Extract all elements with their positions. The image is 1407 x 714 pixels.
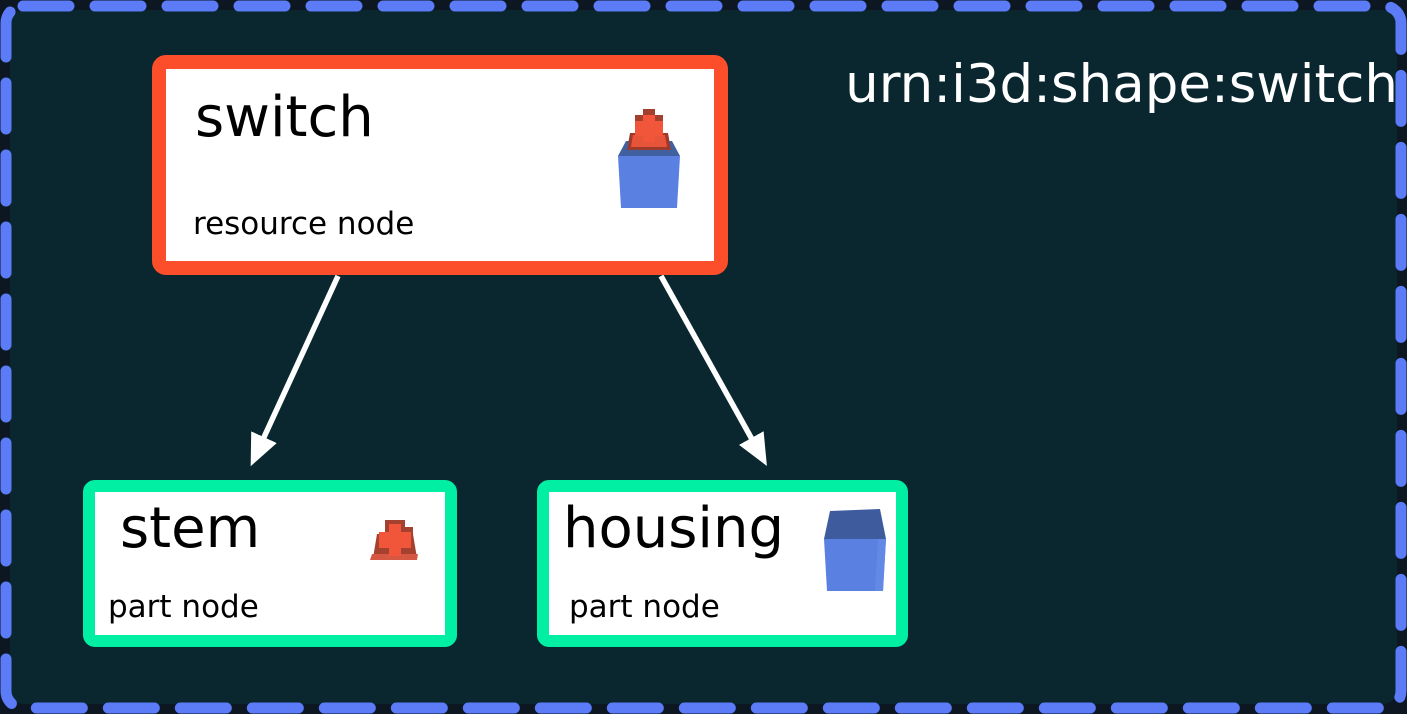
node-stem-type-label: part node — [108, 588, 259, 625]
stem-3d-icon — [369, 518, 421, 564]
node-switch-label: switch — [195, 85, 374, 150]
edge-switch-to-housing — [658, 274, 767, 466]
node-switch[interactable]: switch resource node — [152, 55, 728, 275]
node-stem-label: stem — [120, 496, 261, 561]
node-switch-type-label: resource node — [193, 205, 415, 242]
node-housing[interactable]: housing part node — [537, 480, 908, 647]
housing-3d-icon — [823, 508, 887, 592]
edge-switch-to-stem — [250, 274, 341, 467]
switch-3d-icon — [616, 109, 682, 209]
node-housing-type-label: part node — [569, 588, 720, 625]
urn-label: urn:i3d:shape:switch — [845, 54, 1398, 115]
node-housing-label: housing — [563, 496, 785, 561]
node-stem[interactable]: stem part node — [83, 480, 457, 647]
